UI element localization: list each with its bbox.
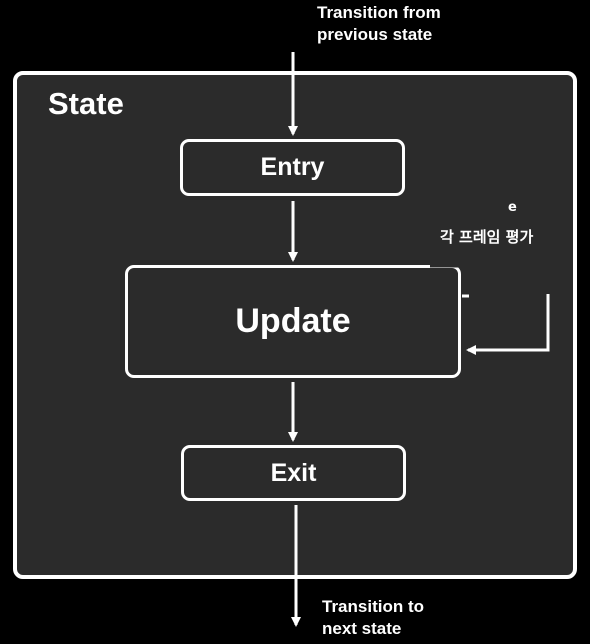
state-title: State bbox=[48, 86, 124, 121]
transition-in-label: Transition from previous state bbox=[317, 3, 441, 44]
loop-arrow bbox=[466, 294, 550, 355]
transition-out-label: Transition to next state bbox=[322, 597, 424, 638]
update-node: Update bbox=[125, 265, 461, 378]
update-node-label: Update bbox=[235, 302, 351, 340]
loop-label: 각 프레임 평가 bbox=[440, 228, 534, 246]
loop-label-fragment: e bbox=[508, 200, 517, 215]
entry-node: Entry bbox=[180, 139, 405, 196]
entry-node-label: Entry bbox=[260, 153, 325, 181]
exit-node-label: Exit bbox=[270, 458, 317, 487]
exit-node: Exit bbox=[181, 445, 406, 501]
